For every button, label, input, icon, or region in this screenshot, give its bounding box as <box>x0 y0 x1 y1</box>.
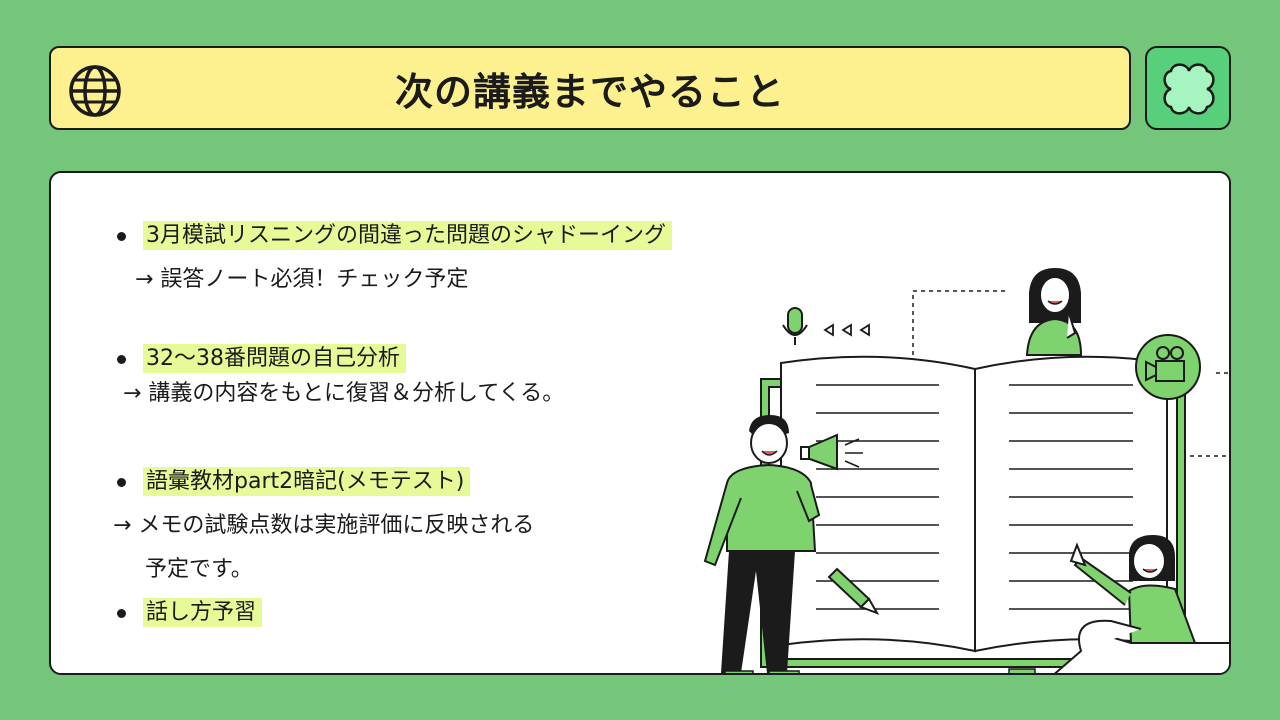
task-title: 語彙教材part2暗記(メモテスト) <box>143 467 471 497</box>
bullet <box>117 609 126 618</box>
woman-top-figure <box>1025 268 1083 356</box>
content-panel: 3月模試リスニングの間違った問題のシャドーイング → 誤答ノート必須！チェック予… <box>49 171 1231 675</box>
bullet <box>117 478 126 487</box>
man-figure <box>703 415 821 673</box>
megaphone-icon <box>800 433 863 471</box>
flower-icon <box>1163 63 1215 115</box>
bullet <box>117 232 126 241</box>
task-note: → 誤答ノート必須！チェック予定 <box>135 267 469 292</box>
task-note: 予定です。 <box>145 557 253 582</box>
pencil-icon <box>827 567 880 615</box>
rewind-marks <box>823 323 870 337</box>
title-bar: 次の講義までやること <box>49 46 1131 130</box>
woman-sitting-figure <box>1008 535 1229 673</box>
task-note: → メモの試験点数は実施評価に反映される <box>113 513 535 538</box>
task-title: 3月模試リスニングの間違った問題のシャドーイング <box>143 221 672 251</box>
badge <box>1145 46 1231 130</box>
page-title: 次の講義までやること <box>394 69 785 114</box>
task-title: 話し方予習 <box>143 598 263 628</box>
microphone-icon <box>782 307 808 345</box>
task-note: → 講義の内容をもとに復習＆分析してくる。 <box>123 381 565 406</box>
illustration <box>703 268 1229 673</box>
bullet <box>117 355 126 364</box>
globe-icon <box>69 65 121 117</box>
video-camera-icon <box>1135 334 1201 400</box>
task-title: 32〜38番問題の自己分析 <box>143 344 406 374</box>
